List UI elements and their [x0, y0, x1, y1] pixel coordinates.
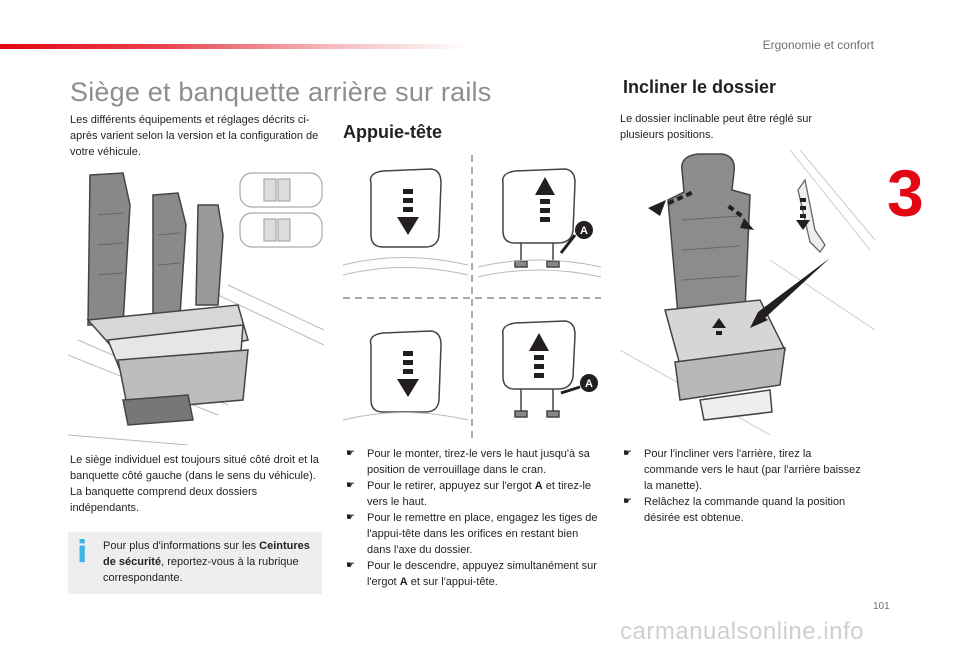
recline-forward-arrow-icon — [727, 204, 754, 230]
list-item: ☛Pour l'incliner vers l'arrière, tirez l… — [623, 448, 861, 492]
recline-seat-illustration — [620, 150, 875, 436]
lever-arrow-icon — [712, 318, 726, 335]
marker-a: A — [559, 221, 593, 254]
rear-seats-illustration — [68, 172, 324, 445]
intro-text: Les différents équipements et réglages d… — [70, 114, 319, 158]
headrest-title: Appuie-tête — [343, 122, 442, 142]
list-item: ☛Pour le retirer, appuyez sur l'ergot A … — [346, 480, 592, 508]
marker-a: A — [560, 374, 598, 395]
info-box-text: Pour plus d'informations sur les Ceintur… — [103, 540, 310, 584]
page-title: Siège et banquette arrière sur rails — [70, 77, 492, 107]
svg-text:A: A — [585, 378, 593, 390]
list-item: ☛Relâchez la commande quand la position … — [623, 496, 846, 524]
list-item: ☛Pour le descendre, appuyez simultanémen… — [346, 560, 597, 588]
arrow-up-icon — [535, 177, 555, 222]
list-item: ☛Pour le remettre en place, engagez les … — [346, 512, 598, 556]
headrest-instructions: ☛Pour le monter, tirez-le vers le haut j… — [346, 446, 602, 590]
pointer-arrow-icon — [750, 258, 830, 328]
watermark: carmanualsonline.info — [620, 618, 864, 645]
seat-description: Le siège individuel est toujours situé c… — [70, 454, 319, 514]
van-layout-diagram — [239, 172, 323, 248]
info-box — [68, 532, 322, 594]
recline-back-arrow-icon — [648, 190, 693, 216]
recline-title: Incliner le dossier — [623, 77, 777, 97]
page-number: 101 — [873, 601, 890, 612]
chapter-number: 3 — [887, 156, 924, 230]
arrow-down-icon — [397, 189, 419, 235]
section-title: Ergonomie et confort — [762, 38, 874, 52]
recline-intro: Le dossier inclinable peut être réglé su… — [620, 113, 813, 141]
header-accent-bar — [0, 44, 470, 49]
info-box-link-text: Ceintures de sécurité — [103, 540, 310, 568]
lever-arrow-icon — [796, 198, 810, 230]
recline-instructions: ☛Pour l'incliner vers l'arrière, tirez l… — [623, 446, 863, 526]
list-item: ☛Pour le monter, tirez-le vers le haut j… — [346, 448, 590, 476]
info-icon: i — [77, 535, 88, 570]
svg-text:A: A — [580, 225, 588, 237]
headrest-illustrations: A A — [343, 155, 602, 440]
